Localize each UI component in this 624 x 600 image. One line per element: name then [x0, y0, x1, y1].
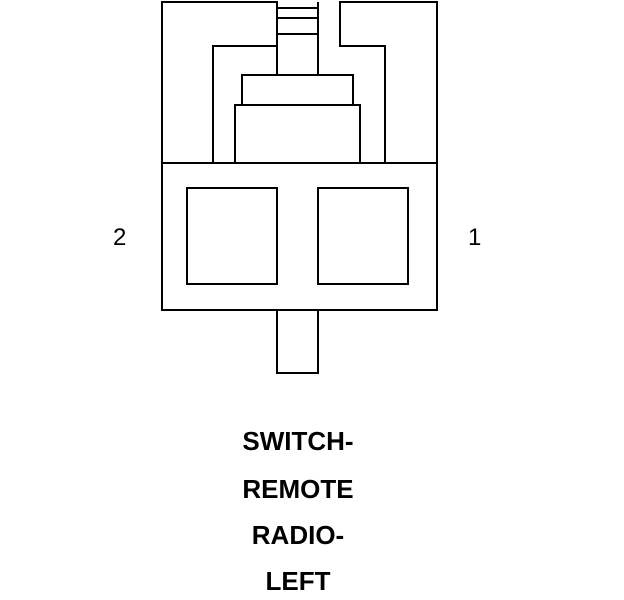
caption-line: SWITCH-	[242, 426, 354, 456]
caption-line: REMOTE	[242, 474, 354, 504]
pin-label-2: 2	[113, 224, 127, 251]
latch-outline	[234, 2, 278, 163]
pin-cavity-1	[317, 187, 409, 285]
connector-body	[161, 162, 438, 311]
pin-cavity-2	[186, 187, 278, 285]
connector-housing-upper-right	[339, 1, 438, 163]
connector-housing-upper	[161, 1, 278, 163]
pin-label-1: 1	[468, 224, 482, 251]
caption-line: LEFT	[265, 566, 331, 596]
connector-tab	[276, 310, 319, 374]
latch-outline-right	[317, 2, 361, 163]
caption-line: RADIO-	[251, 520, 345, 550]
